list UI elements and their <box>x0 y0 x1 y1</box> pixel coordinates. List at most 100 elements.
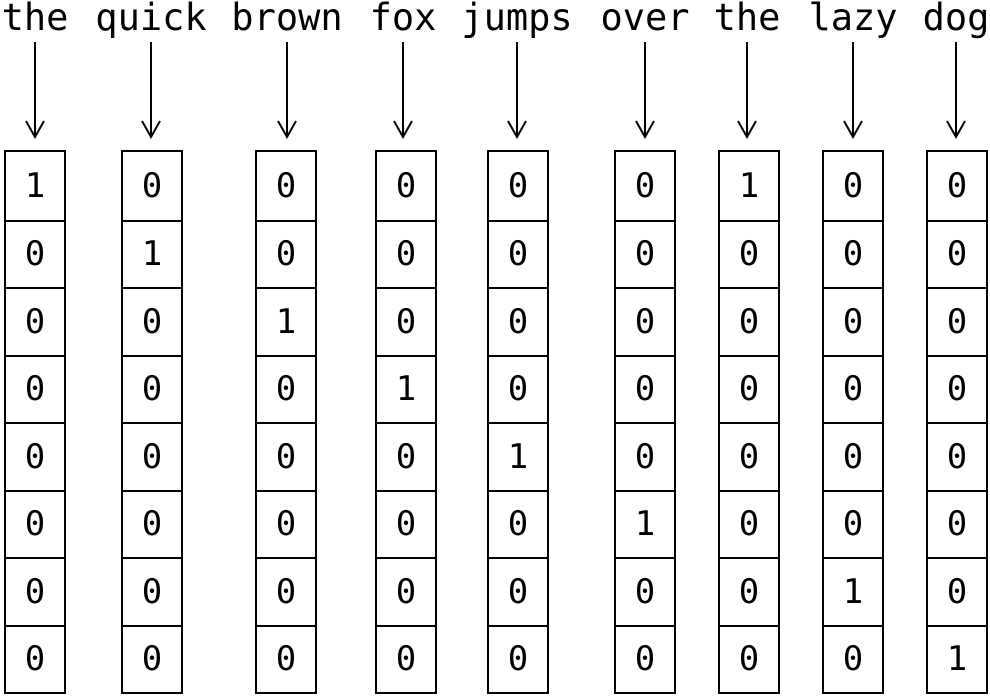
vector-cell: 1 <box>928 624 986 693</box>
vector-cell: 0 <box>720 624 778 693</box>
vector-cell: 1 <box>24 165 46 206</box>
vector-cell: 1 <box>257 287 315 355</box>
down-arrow-icon <box>946 42 966 139</box>
vector-cell: 0 <box>6 422 64 490</box>
vector-cell: 0 <box>257 489 315 558</box>
vector-cell: 0 <box>489 624 547 693</box>
word-label: lazy <box>808 0 898 39</box>
vector-cell: 0 <box>377 422 435 490</box>
word-label: over <box>600 0 690 39</box>
down-arrow-icon <box>141 42 161 139</box>
vector-cell: 0 <box>842 165 864 206</box>
vector-cell: 0 <box>6 489 64 558</box>
vector-cell: 0 <box>824 219 882 288</box>
vector-cell: 0 <box>6 557 64 625</box>
vector-cell: 0 <box>123 287 181 355</box>
vector-cell: 0 <box>141 165 163 206</box>
vector-cell: 0 <box>377 624 435 693</box>
vector-cell: 0 <box>928 354 986 423</box>
vector-cell: 0 <box>616 354 674 423</box>
vector-cell: 0 <box>616 219 674 288</box>
vector-cell: 0 <box>928 489 986 558</box>
word-label: the <box>713 0 781 39</box>
down-arrow-icon <box>635 42 655 139</box>
vector-cell: 0 <box>720 422 778 490</box>
down-arrow-icon <box>737 42 757 139</box>
vector-cell: 0 <box>275 165 297 206</box>
vector-cell: 1 <box>377 354 435 423</box>
vector-cell: 0 <box>377 219 435 288</box>
vector-cell: 0 <box>824 489 882 558</box>
down-arrow-icon <box>25 42 45 139</box>
down-arrow-icon <box>507 42 527 139</box>
down-arrow-icon <box>843 42 863 139</box>
vector-cell: 0 <box>928 219 986 288</box>
vector-cell: 0 <box>377 287 435 355</box>
vector-cell: 0 <box>395 165 417 206</box>
vector-cell: 0 <box>928 557 986 625</box>
vector-cell: 0 <box>123 624 181 693</box>
vector-cell: 0 <box>6 354 64 423</box>
vector-cell: 0 <box>720 489 778 558</box>
word-label: quick <box>95 0 207 39</box>
vector-cell: 0 <box>928 287 986 355</box>
vector-cell: 0 <box>720 557 778 625</box>
vector-cell: 0 <box>123 354 181 423</box>
vector-cell: 0 <box>123 489 181 558</box>
vector-cell: 0 <box>824 287 882 355</box>
vector-cell: 0 <box>824 422 882 490</box>
vector-cell: 0 <box>489 489 547 558</box>
vector-cell: 0 <box>257 354 315 423</box>
vector-cell: 0 <box>616 624 674 693</box>
vector-cell: 1 <box>824 557 882 625</box>
word-label: jumps <box>461 0 573 39</box>
vector-cell: 0 <box>489 219 547 288</box>
vector-cell: 0 <box>489 557 547 625</box>
vector-cell: 1 <box>123 219 181 288</box>
vector-cell: 0 <box>377 557 435 625</box>
vector-cell: 0 <box>928 422 986 490</box>
vector-cell: 0 <box>123 557 181 625</box>
vector-cell: 1 <box>616 489 674 558</box>
vector-cell: 1 <box>738 165 760 206</box>
word-label: dog <box>922 0 990 39</box>
vector-cell: 0 <box>720 354 778 423</box>
vector-cell: 0 <box>257 422 315 490</box>
vector-cell: 1 <box>489 422 547 490</box>
vector-cell: 0 <box>6 287 64 355</box>
vector-cell: 0 <box>489 354 547 423</box>
vector-cell: 0 <box>257 557 315 625</box>
vector-cell: 0 <box>616 422 674 490</box>
vector-cell: 0 <box>616 287 674 355</box>
vector-cell: 0 <box>634 165 656 206</box>
vector-cell: 0 <box>720 219 778 288</box>
vector-cell: 0 <box>824 624 882 693</box>
vector-cell: 0 <box>6 219 64 288</box>
vector-cell: 0 <box>946 165 968 206</box>
vector-cell: 0 <box>257 219 315 288</box>
word-label: brown <box>231 0 343 39</box>
vector-cell: 0 <box>824 354 882 423</box>
vector-cell: 0 <box>489 287 547 355</box>
vector-cell: 0 <box>616 557 674 625</box>
word-label: fox <box>369 0 437 39</box>
down-arrow-icon <box>393 42 413 139</box>
vector-cell: 0 <box>123 422 181 490</box>
vector-cell: 0 <box>507 165 529 206</box>
vector-cell: 0 <box>720 287 778 355</box>
vector-cell: 0 <box>377 489 435 558</box>
down-arrow-icon <box>277 42 297 139</box>
vector-cell: 0 <box>6 624 64 693</box>
vector-cell: 0 <box>257 624 315 693</box>
word-label: the <box>1 0 69 39</box>
